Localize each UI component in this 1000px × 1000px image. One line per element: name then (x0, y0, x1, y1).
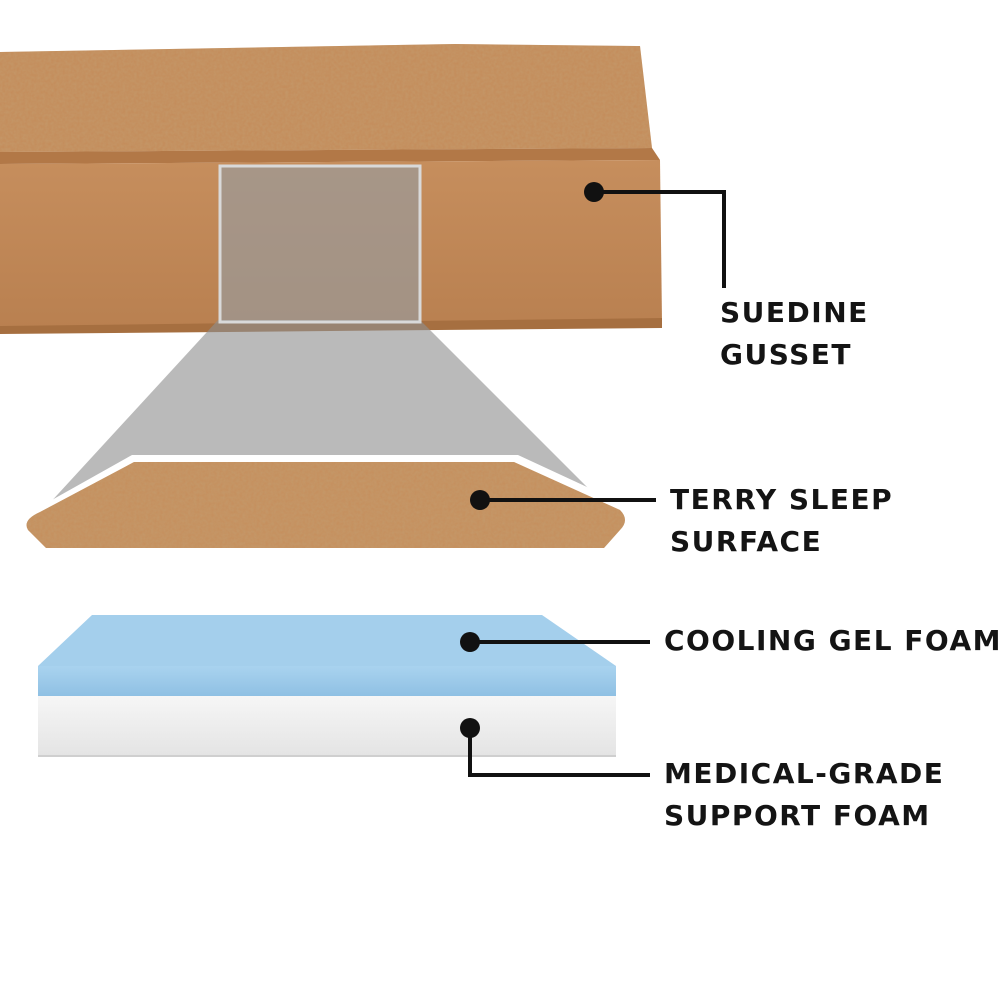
label-line: GUSSET (720, 338, 853, 371)
label-line: COOLING GEL FOAM (664, 624, 1000, 657)
label-line: SURFACE (670, 525, 823, 558)
support-foam-front (38, 696, 616, 756)
label-line: SUPPORT FOAM (664, 799, 931, 832)
label-suedine-gusset: SUEDINE GUSSET (720, 292, 869, 376)
label-line: TERRY SLEEP (670, 483, 894, 516)
callout-line (468, 728, 650, 777)
label-line: MEDICAL-GRADE (664, 757, 945, 790)
terry-slice-texture (26, 462, 625, 548)
callout-medical (460, 718, 650, 777)
label-cooling-gel-foam: COOLING GEL FOAM (664, 620, 1000, 662)
label-terry-sleep-surface: TERRY SLEEP SURFACE (670, 479, 893, 563)
gel-foam-front (38, 666, 616, 696)
gel-foam-top (38, 615, 616, 666)
bed-top-texture (0, 44, 652, 152)
bed-piping (0, 148, 660, 164)
terry-surface-slice (19, 455, 634, 552)
magnifier-window (218, 164, 422, 324)
foam-block (38, 615, 616, 757)
callout-suedine (584, 182, 726, 288)
callout-terry (470, 490, 656, 510)
callout-cooling (460, 632, 650, 652)
label-medical-grade-support-foam: MEDICAL-GRADE SUPPORT FOAM (664, 753, 944, 837)
callouts (460, 182, 726, 777)
callout-line (594, 190, 726, 288)
label-line: SUEDINE (720, 296, 869, 329)
